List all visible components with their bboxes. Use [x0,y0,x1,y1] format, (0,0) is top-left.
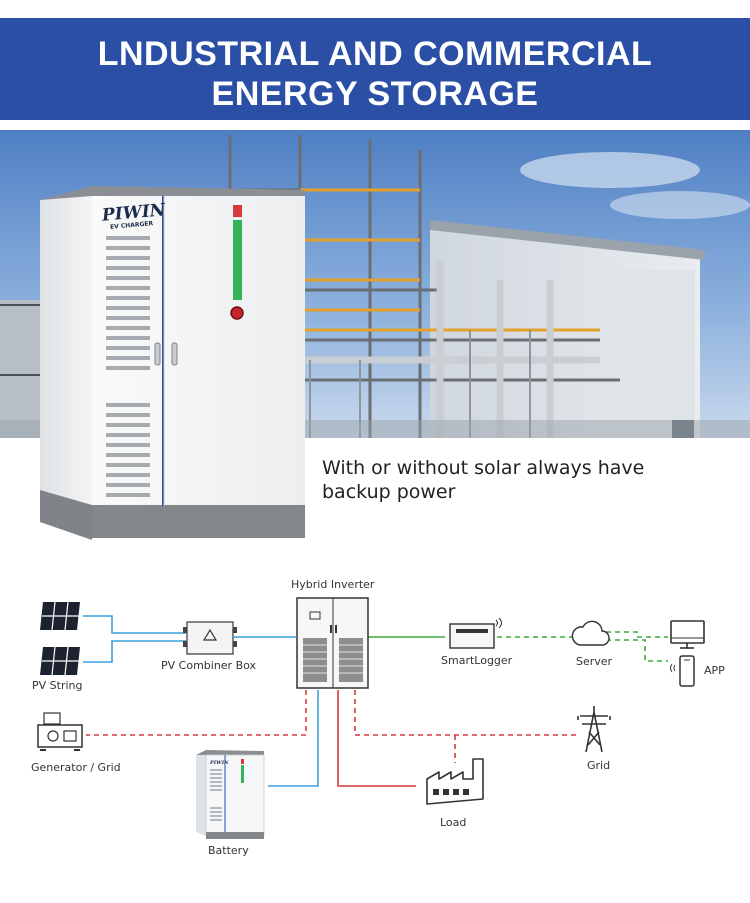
hybrid-inverter-icon [296,597,369,689]
dc-connections [83,615,319,787]
ac-dashed-connections [86,690,576,763]
hybrid-inverter-label: Hybrid Inverter [291,578,375,591]
generator-grid-label: Generator / Grid [31,761,121,774]
grid-label: Grid [587,759,611,772]
pv-combiner-box-icon [183,621,237,655]
monitor-icon [670,620,705,649]
pv-combiner-box-label: PV Combiner Box [161,659,257,672]
page-title: LNDUSTRIAL AND COMMERCIAL ENERGY STORAGE [0,34,750,114]
factory-icon [426,758,484,805]
page-title-line-2: ENERGY STORAGE [211,75,539,113]
app-label: APP [704,664,725,677]
load-label: Load [440,816,467,829]
title-banner: LNDUSTRIAL AND COMMERCIAL ENERGY STORAGE [0,18,750,120]
page-title-line-1: LNDUSTRIAL AND COMMERCIAL [97,35,653,73]
battery-label: Battery [208,844,249,857]
server-label: Server [576,655,613,668]
generator-icon [37,712,83,751]
pv-string-label: PV String [32,679,83,692]
tagline-line-2: backup power [322,481,456,503]
tagline-line-1: With or without solar always have [322,457,645,479]
battery-cabinet-icon: PIWIN [196,750,265,839]
pv-panel-icon [40,601,80,631]
transmission-tower-icon [577,706,611,753]
pv-panel-icon [40,646,80,676]
phone-icon [670,655,695,687]
battery-brand-logo: PIWIN [209,760,229,766]
smartlogger-icon [449,617,502,649]
tagline: With or without solar always have backup… [322,456,722,504]
cloud-icon [571,620,610,646]
ac-connections [337,690,416,787]
smartlogger-label: SmartLogger [441,654,513,667]
comm-dashed-connections [497,631,668,662]
